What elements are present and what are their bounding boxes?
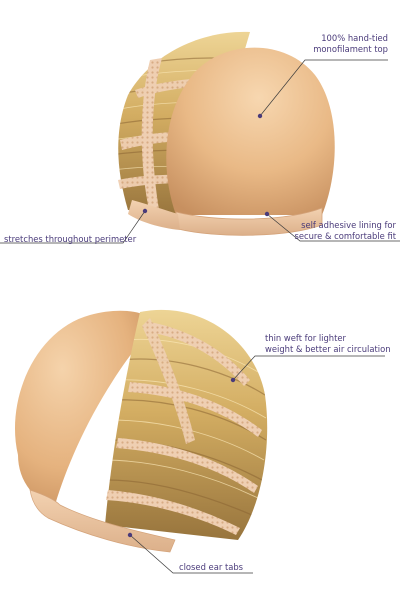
callout-monofilament-line-2: monofilament top: [313, 43, 388, 54]
callout-monofilament: 100% hand-tied monofilament top: [313, 33, 388, 54]
top-ear-flap: [128, 200, 180, 230]
bottom-monofilament-dome: [14, 310, 150, 505]
callout-perimeter: stretches throughout perimeter: [4, 234, 136, 245]
dot-perimeter: [142, 208, 148, 214]
dot-lining: [264, 211, 270, 217]
top-lining-band: [175, 207, 323, 236]
callout-weft-line-2: weight & better air circulation: [265, 343, 391, 354]
dot-monofilament: [257, 113, 263, 119]
top-front-lace-band: [141, 58, 162, 215]
callout-ear-tabs-line-1: closed ear tabs: [179, 562, 244, 572]
bottom-leader-lines: [129, 355, 385, 574]
callout-lining-line-2: secure & comfortable fit: [294, 230, 396, 241]
dot-ear-tabs: [127, 532, 133, 538]
bottom-wig-cap: [14, 309, 268, 553]
top-monofilament-dome: [166, 47, 335, 215]
callout-perimeter-line-1: stretches throughout perimeter: [4, 234, 137, 244]
callout-ear-tabs: closed ear tabs: [179, 562, 243, 573]
bottom-center-lace-band: [142, 318, 195, 444]
callout-weft: thin weft for lighter weight & better ai…: [265, 333, 391, 354]
callout-weft-line-1: thin weft for lighter: [265, 333, 346, 343]
top-leader-lines: [0, 59, 400, 244]
top-wig-cap: [118, 31, 335, 236]
bottom-callout-dots: [127, 377, 236, 538]
callout-lining: self adhesive lining for secure & comfor…: [294, 220, 396, 241]
bottom-lace-strips: [106, 322, 262, 535]
callout-lining-line-1: self adhesive lining for: [301, 220, 396, 230]
callout-monofilament-line-1: 100% hand-tied: [321, 33, 388, 43]
bottom-ear-tab: [29, 489, 176, 553]
top-callout-dots: [142, 113, 270, 217]
dot-weft: [230, 377, 236, 383]
